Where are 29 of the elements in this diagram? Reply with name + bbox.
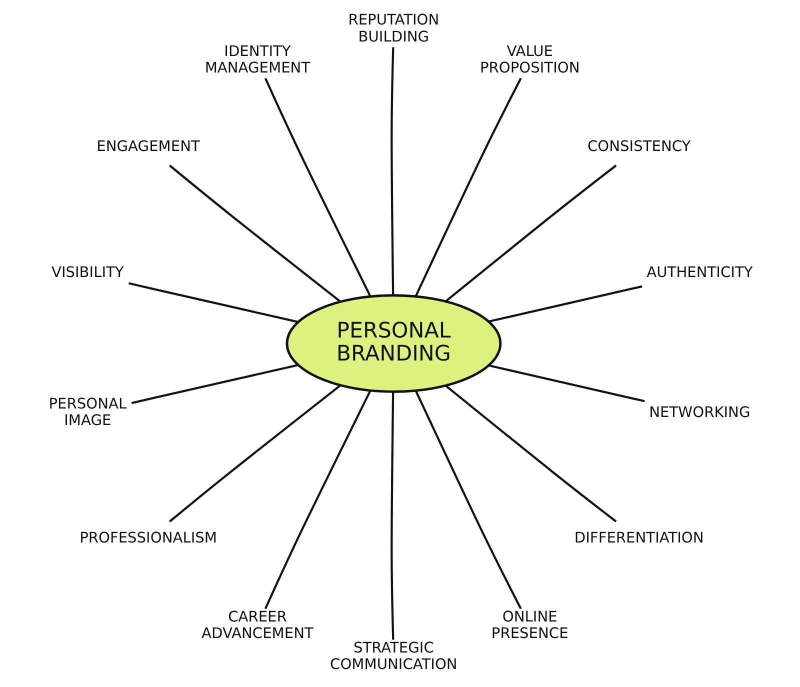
node-text: STRATEGIC COMMUNICATION [330,640,457,674]
connector [390,47,394,296]
connector [414,390,522,610]
node-text: PERSONAL IMAGE [48,395,126,430]
connector [264,390,371,610]
connector [264,78,371,297]
node-text: PROFESSIONALISM [79,530,216,547]
connector [444,384,616,522]
node-text: ONLINE PRESENCE [490,608,568,642]
connector [128,282,298,323]
node-text: VISIBILITY [50,264,124,282]
node-text: CONSISTENCY [587,138,690,156]
node-text: AUTHENTICITY [646,264,752,282]
node-text: VALUE PROPOSITION [479,42,580,76]
connector [488,285,642,323]
connector [168,164,341,303]
node-ellipse: PERSONAL BRANDING [285,294,502,393]
connector [390,392,394,640]
node-text: IDENTITY MANAGEMENT [204,42,310,76]
node-text: REPUTATION BUILDING [348,12,439,46]
connector [168,384,341,522]
node-text: DIFFERENTIATION [574,530,704,547]
node-text: ENGAGEMENT [96,138,200,156]
connector [130,364,298,404]
connector [414,78,522,297]
node-text: CAREER ADVANCEMENT [201,608,313,642]
connector [444,164,616,302]
node-text: NETWORKING [648,404,750,421]
connector [488,364,644,402]
